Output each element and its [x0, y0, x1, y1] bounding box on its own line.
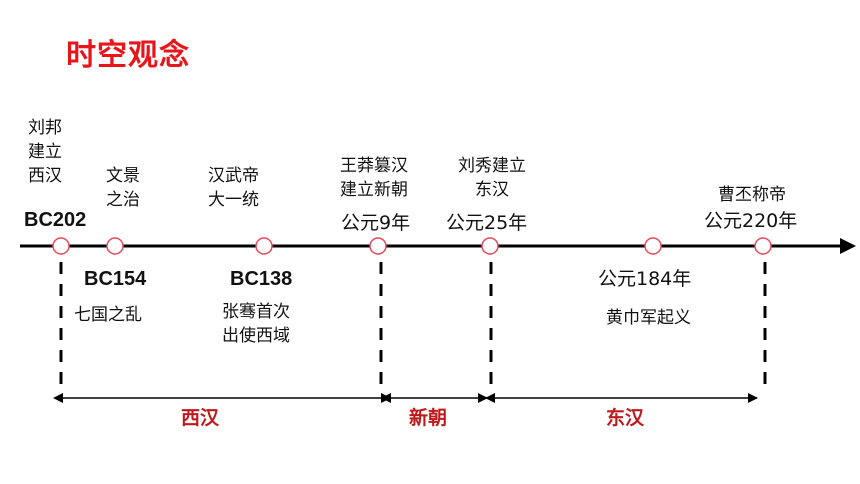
marker-ad184: [644, 237, 662, 255]
timeline-arrowhead: [840, 238, 856, 254]
year-ad184: 公元184年: [598, 268, 692, 290]
event-zhangqian: 张骞首次 出使西域: [222, 302, 290, 346]
year-bc154: BC154: [84, 268, 147, 290]
year-ad25: 公元25年: [446, 212, 528, 234]
event-wenjing: 文景 之治: [106, 166, 140, 210]
event-qiguo: 七国之乱: [74, 305, 142, 325]
page-title: 时空观念: [66, 38, 190, 73]
dynasty-xihan: 西汉: [181, 407, 220, 429]
marker-bc202: [52, 237, 70, 255]
marker-ad220: [754, 237, 772, 255]
dynasty-xinchao: 新朝: [409, 407, 448, 429]
year-ad220: 公元220年: [704, 210, 798, 232]
dynasty-donghan: 东汉: [606, 407, 645, 429]
event-wudi: 汉武帝 大一统: [208, 166, 259, 210]
marker-bc154: [106, 237, 124, 255]
event-caopi: 曹丕称帝: [718, 185, 786, 205]
event-huangjin: 黄巾军起义: [606, 308, 691, 328]
year-bc202: BC202: [24, 209, 87, 231]
year-bc138: BC138: [230, 268, 293, 290]
event-wangmang: 王莽篡汉 建立新朝: [340, 156, 408, 200]
marker-ad9: [369, 237, 387, 255]
marker-ad25: [481, 237, 499, 255]
event-liubang: 刘邦 建立 西汉: [28, 118, 62, 186]
marker-bc138: [255, 237, 273, 255]
event-liuxiu: 刘秀建立 东汉: [458, 156, 526, 200]
year-ad9: 公元9年: [341, 212, 411, 234]
